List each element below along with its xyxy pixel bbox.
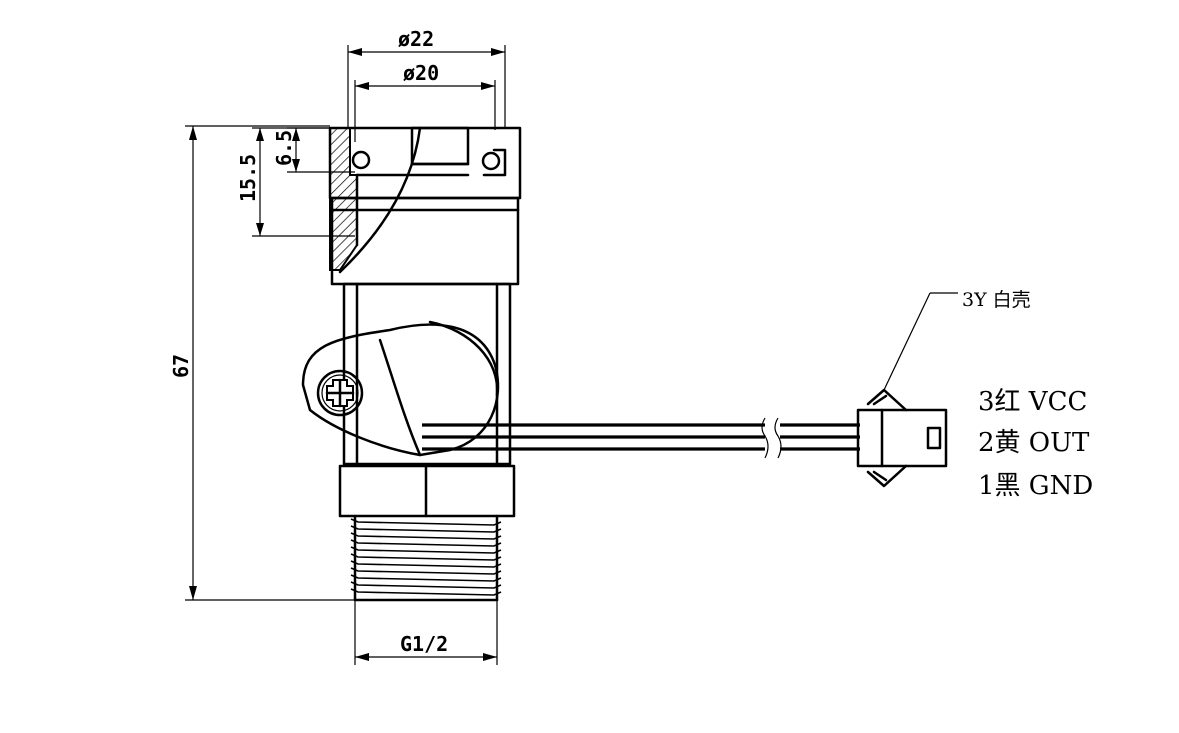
dimension-phi20: ø20 [354, 61, 496, 142]
dimension-phi22: ø22 [347, 27, 506, 128]
connector-latch [926, 426, 942, 450]
section-cut-line [338, 126, 422, 274]
dim-label-15-5: 15.5 [236, 154, 260, 202]
sensor-housing [342, 282, 512, 466]
break-mark-right [774, 417, 782, 459]
cover-edge [378, 338, 422, 457]
thread-line [350, 539, 502, 547]
thread-line [350, 532, 502, 540]
thread-line [350, 518, 502, 526]
dimension-thread: G1/2 [354, 600, 498, 665]
connector-3y [856, 292, 958, 488]
thread-line [350, 546, 502, 554]
dim-label-67: 67 [169, 354, 193, 378]
connector-housing [856, 408, 948, 468]
pin-label-gnd: 1黑 GND [978, 471, 1093, 501]
thread-line [350, 525, 502, 533]
dim-label-thread: G1/2 [400, 632, 448, 656]
thread-line [350, 588, 502, 596]
dimension-67: 67 [169, 125, 355, 601]
dim-label-6-5: 6.5 [272, 130, 296, 166]
screw-icon [316, 369, 364, 417]
dimension-15-5: 15.5 [236, 127, 355, 237]
thread-line [350, 560, 502, 568]
connector-label: 3Y 白壳 [962, 289, 1031, 311]
sensor-cover [301, 323, 500, 457]
connector-leader [883, 292, 931, 391]
thread [350, 514, 502, 602]
dim-label-phi22: ø22 [398, 27, 434, 51]
cable [422, 417, 860, 459]
thread-line [350, 581, 502, 589]
dim-label-phi20: ø20 [403, 61, 439, 85]
latch-hole [351, 150, 371, 170]
thread-line [350, 553, 502, 561]
thread-line [350, 574, 502, 582]
pin-label-out: 2黄 OUT [978, 428, 1090, 458]
thread-line [350, 567, 502, 575]
latch-hook [482, 148, 507, 177]
sensor-body [301, 126, 522, 602]
break-mark-left [761, 417, 769, 459]
pin-label-vcc: 3红 VCC [978, 387, 1087, 417]
